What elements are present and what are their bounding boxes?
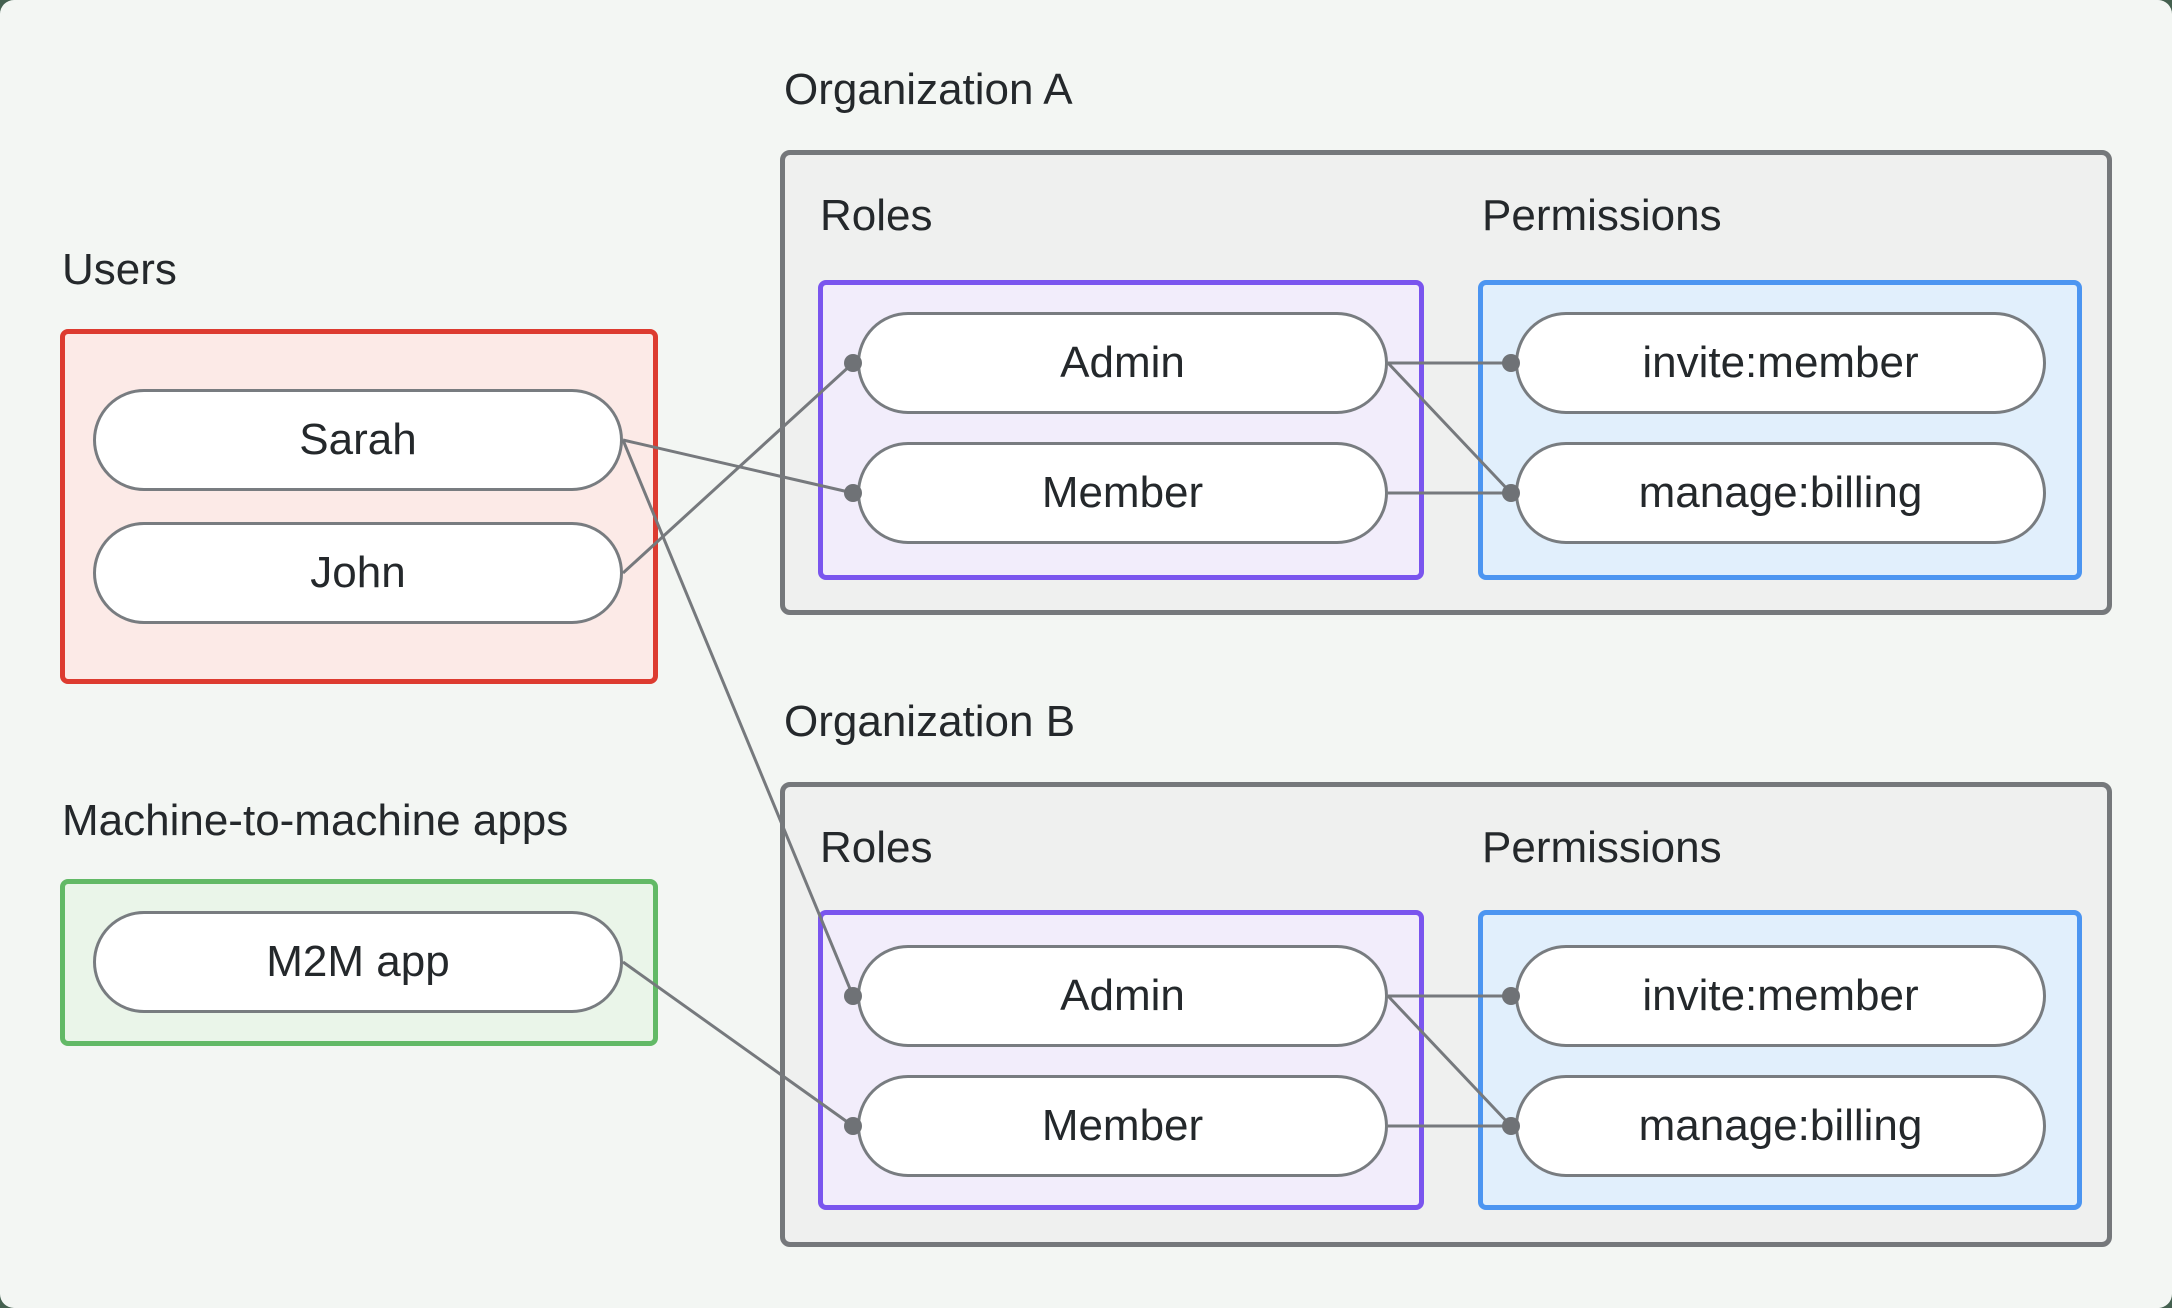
- org-a-role-member: Member: [857, 442, 1388, 544]
- org-b-permission-manage-billing: manage:billing: [1515, 1075, 2046, 1177]
- user-node-john-label: John: [310, 548, 406, 597]
- org-a-permissions-label: Permissions: [1482, 191, 1722, 240]
- org-a-permission-manage-billing: manage:billing: [1515, 442, 2046, 544]
- users-group-box: [60, 329, 658, 684]
- org-b-permission-invite-member-label: invite:member: [1642, 971, 1919, 1020]
- org-a-roles-label: Roles: [820, 191, 933, 240]
- org-b-role-admin-label: Admin: [1060, 971, 1185, 1020]
- org-a-role-admin-label: Admin: [1060, 338, 1185, 387]
- org-b-permissions-label: Permissions: [1482, 823, 1722, 872]
- org-b-permission-invite-member: invite:member: [1515, 945, 2046, 1047]
- user-node-john: John: [93, 522, 623, 624]
- org-b-role-member-label: Member: [1041, 1101, 1204, 1150]
- org-b-role-admin: Admin: [857, 945, 1388, 1047]
- m2m-group-label: Machine-to-machine apps: [62, 796, 569, 845]
- user-node-sarah-label: Sarah: [299, 415, 417, 464]
- org-b-role-member: Member: [857, 1075, 1388, 1177]
- org-a-title: Organization A: [784, 65, 1073, 114]
- org-b-title: Organization B: [784, 697, 1076, 746]
- org-b-permission-manage-billing-label: manage:billing: [1638, 1101, 1923, 1150]
- m2m-app-node: M2M app: [93, 911, 623, 1013]
- org-a-permission-manage-billing-label: manage:billing: [1638, 468, 1923, 517]
- org-a-permission-invite-member: invite:member: [1515, 312, 2046, 414]
- users-group-label: Users: [62, 245, 177, 294]
- org-a-permission-invite-member-label: invite:member: [1642, 338, 1919, 387]
- user-node-sarah: Sarah: [93, 389, 623, 491]
- org-a-role-member-label: Member: [1041, 468, 1204, 517]
- org-b-roles-label: Roles: [820, 823, 933, 872]
- m2m-app-node-label: M2M app: [266, 937, 450, 986]
- org-a-role-admin: Admin: [857, 312, 1388, 414]
